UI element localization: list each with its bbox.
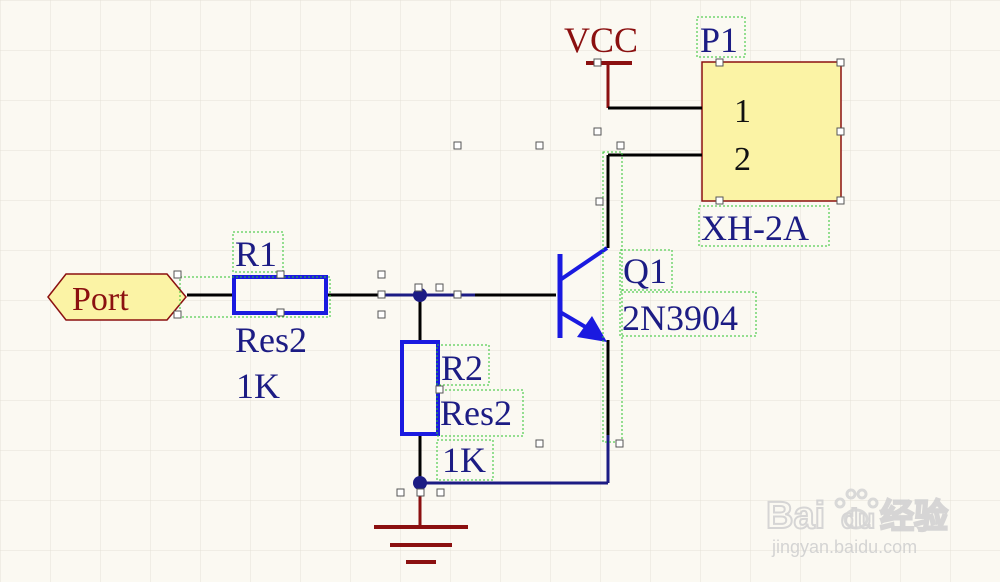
vcc-label: VCC — [564, 20, 638, 60]
paw-icon — [834, 488, 879, 530]
r2-type: Res2 — [440, 393, 512, 433]
connector-part: XH-2A — [701, 208, 809, 248]
watermark-brand: Bai — [766, 495, 825, 537]
resistor-r2[interactable]: R2 Res2 1K — [400, 340, 524, 481]
connector-body[interactable] — [701, 61, 842, 202]
ground-symbol[interactable] — [374, 525, 468, 564]
r1-designator: R1 — [235, 234, 277, 274]
watermark-brand-tail: du — [841, 503, 875, 534]
port-label: Port — [72, 281, 129, 318]
port-symbol[interactable]: Port — [47, 273, 187, 321]
transistor-q1[interactable]: Q1 2N3904 — [557, 151, 757, 443]
baidu-watermark: Bai du 经验 jingyan.baidu.com — [765, 488, 949, 557]
junction-dot-bottom — [413, 476, 427, 490]
r1-type: Res2 — [235, 320, 307, 360]
watermark-url: jingyan.baidu.com — [771, 537, 917, 557]
selection-handles — [173, 58, 845, 497]
connector-pin-2: 2 — [734, 141, 751, 178]
connector-designator: P1 — [700, 20, 738, 60]
r1-value: 1K — [236, 366, 280, 406]
watermark-cn: 经验 — [880, 497, 948, 536]
q1-part: 2N3904 — [622, 298, 738, 338]
r2-value: 1K — [442, 440, 486, 480]
connector-pin-1: 1 — [734, 93, 751, 130]
wires — [187, 106, 702, 527]
q1-designator: Q1 — [623, 251, 667, 291]
emitter-arrow — [577, 316, 607, 342]
connector-p1[interactable]: 1 2 P1 XH-2A — [696, 16, 842, 248]
port-shape[interactable] — [47, 273, 187, 321]
r2-designator: R2 — [441, 348, 483, 388]
